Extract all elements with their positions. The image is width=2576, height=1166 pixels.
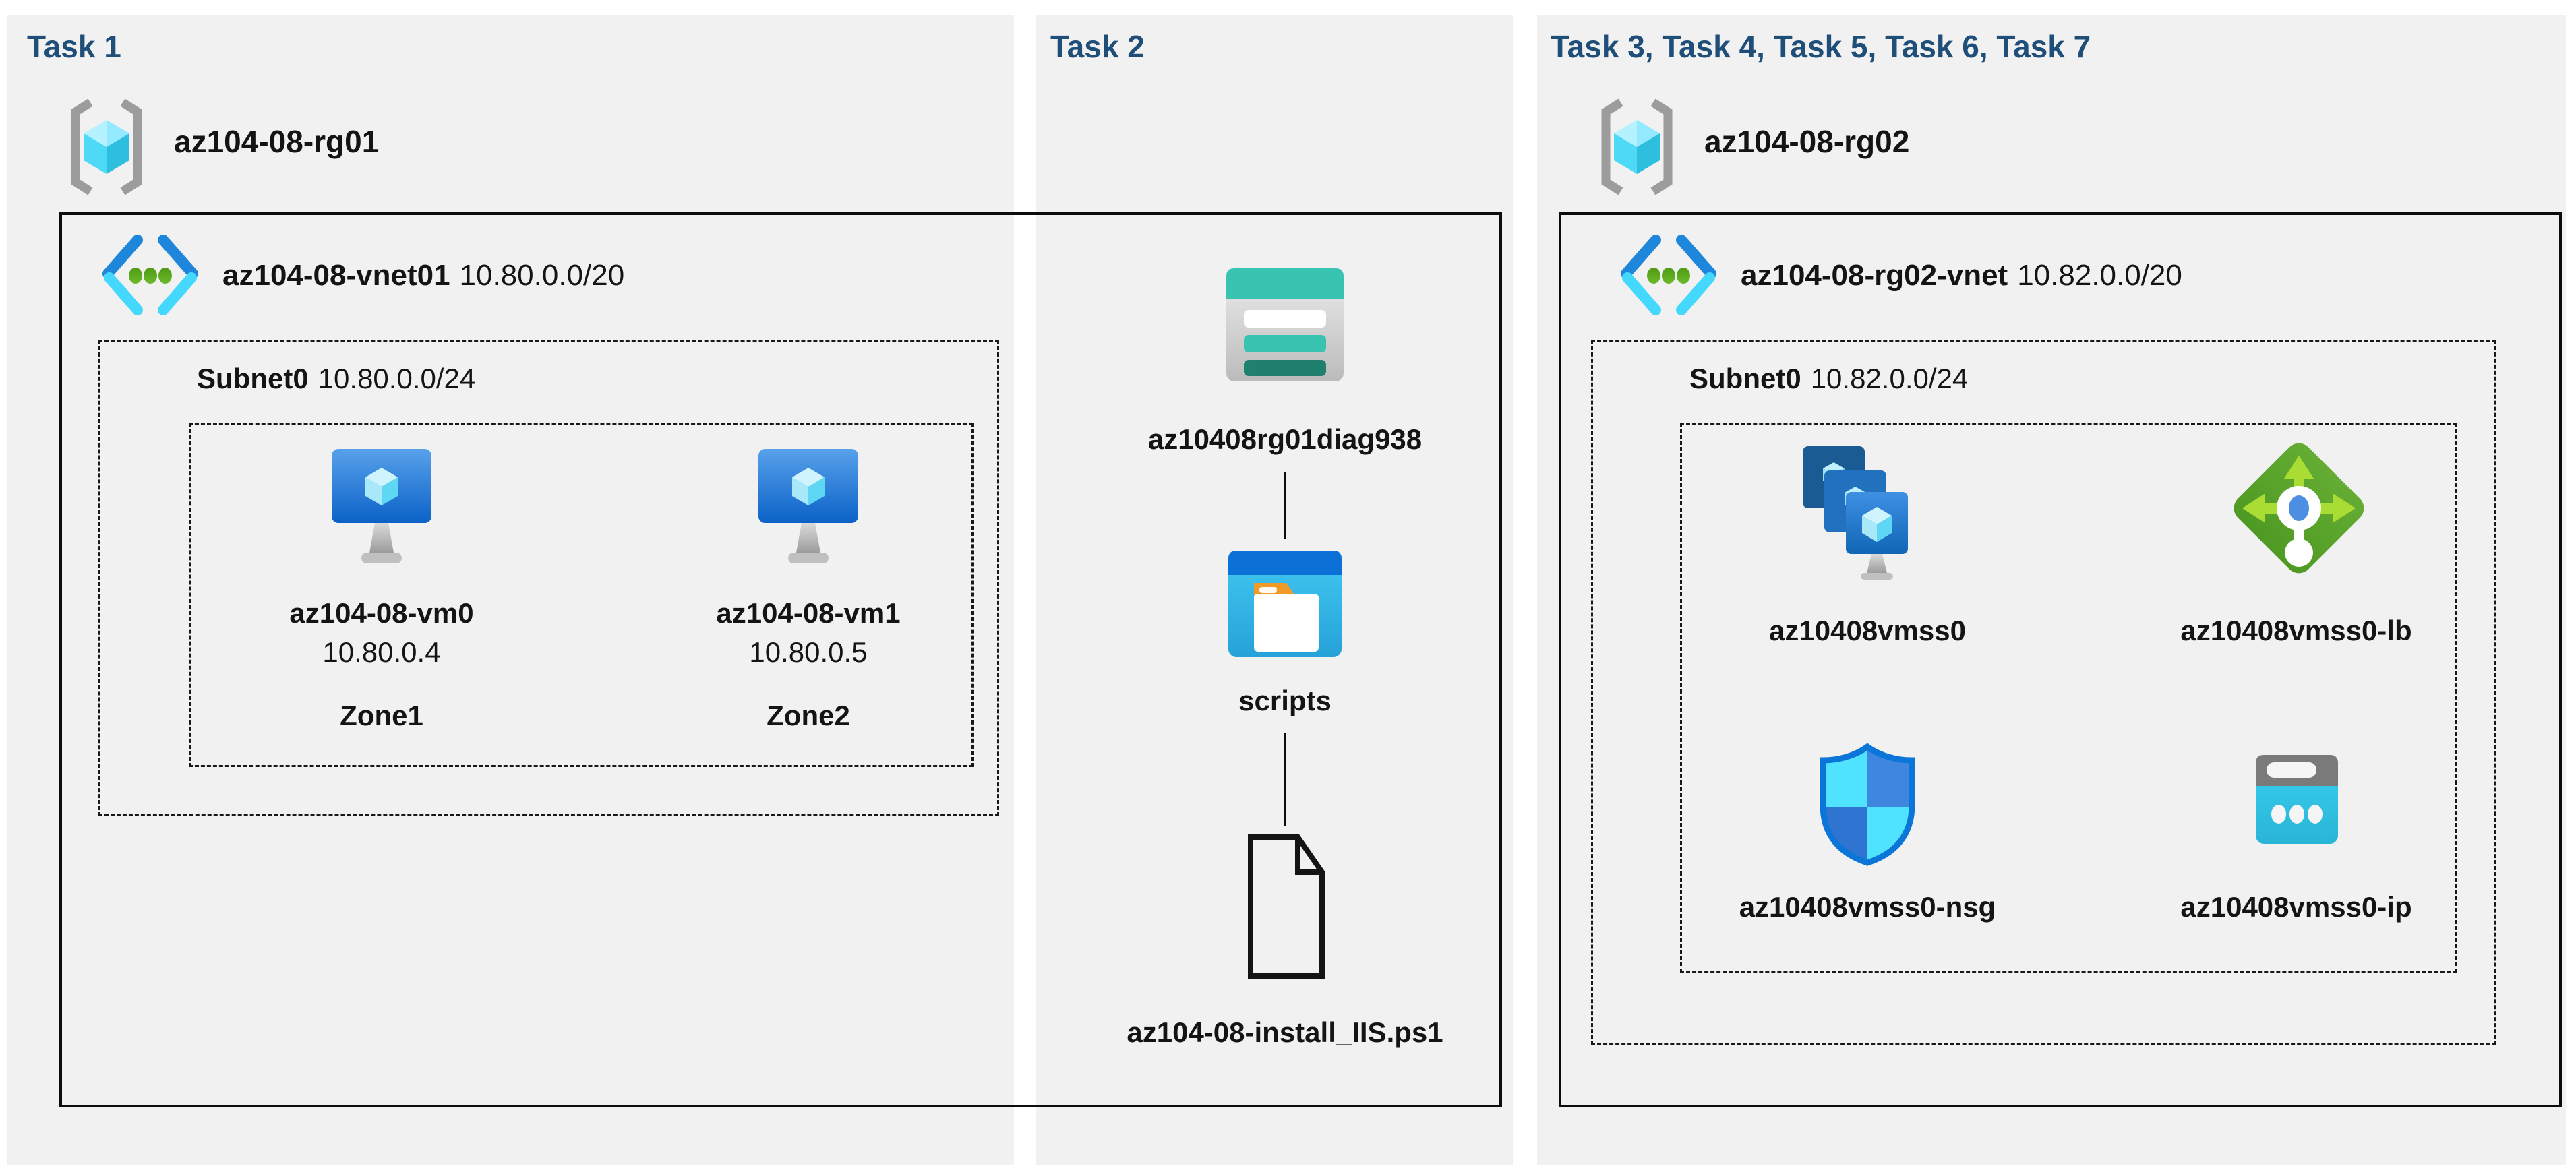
folder-label: scripts (1238, 685, 1331, 716)
subnet-label: Subnet0 10.82.0.0/24 (1689, 363, 1968, 395)
file-label: az104-08-install_IIS.ps1 (1127, 1016, 1443, 1048)
file-icon (1248, 834, 1325, 979)
vm-name: az104-08-vm1 (716, 597, 901, 629)
vmss-group-box (1680, 423, 2457, 973)
load-balancer-icon (2234, 443, 2364, 574)
vnet-name: az104-08-rg02-vnet (1741, 259, 2008, 292)
vnet-label: az104-08-rg02-vnet 10.82.0.0/20 (1741, 259, 2182, 293)
resource-group-icon (71, 98, 142, 195)
subnet-box-2 (1591, 340, 2496, 1045)
subnet-cidr: 10.80.0.0/24 (318, 363, 476, 394)
vnet-cidr: 10.80.0.0/20 (459, 259, 625, 292)
vm-zone: Zone1 (340, 700, 423, 731)
virtual-network-icon (1621, 235, 1716, 315)
vnet-box-1 (59, 212, 1502, 1107)
vnet-box-2 (1559, 212, 2562, 1107)
resource-group-label: az104-08-rg01 (174, 124, 380, 159)
vm-ip: 10.80.0.5 (749, 636, 868, 668)
vmss-label: az10408vmss0 (1769, 615, 1966, 646)
subnet-cidr: 10.82.0.0/24 (1810, 363, 1969, 394)
title-task3: Task 3, Task 4, Task 5, Task 6, Task 7 (1551, 29, 2091, 64)
vm-group-box (189, 423, 974, 767)
virtual-machine-icon (332, 449, 431, 563)
connector-line (1284, 733, 1286, 826)
vm-name: az104-08-vm0 (289, 597, 474, 629)
vm-scale-set-icon (1803, 446, 1908, 580)
virtual-network-icon (102, 235, 198, 315)
subnet-name: Subnet0 (197, 363, 309, 394)
scripts-folder-icon (1228, 551, 1342, 657)
panel-task1 (7, 15, 1014, 1165)
lb-label: az10408vmss0-lb (2180, 615, 2412, 646)
connector-line (1284, 472, 1286, 539)
subnet-label: Subnet0 10.80.0.0/24 (197, 363, 475, 395)
nsg-shield-icon (1820, 743, 1915, 866)
virtual-machine-icon (758, 449, 858, 563)
title-task2: Task 2 (1050, 29, 1145, 64)
vnet-cidr: 10.82.0.0/20 (2017, 259, 2182, 292)
storage-account-icon (1226, 268, 1344, 381)
subnet-box-1 (98, 340, 999, 816)
vnet-label: az104-08-vnet01 10.80.0.0/20 (222, 259, 624, 293)
title-task1: Task 1 (27, 29, 121, 64)
public-ip-icon (2256, 755, 2338, 844)
subnet-name: Subnet0 (1689, 363, 1801, 394)
vnet-name: az104-08-vnet01 (222, 259, 450, 292)
vm-ip: 10.80.0.4 (322, 636, 441, 668)
storage-account-label: az10408rg01diag938 (1147, 423, 1422, 455)
ip-label: az10408vmss0-ip (2180, 891, 2412, 923)
panel-task3 (1537, 15, 2566, 1165)
nsg-label: az10408vmss0-nsg (1739, 891, 1996, 923)
resource-group-icon (1601, 98, 1673, 195)
vm-zone: Zone2 (767, 700, 850, 731)
resource-group-label: az104-08-rg02 (1704, 124, 1910, 159)
